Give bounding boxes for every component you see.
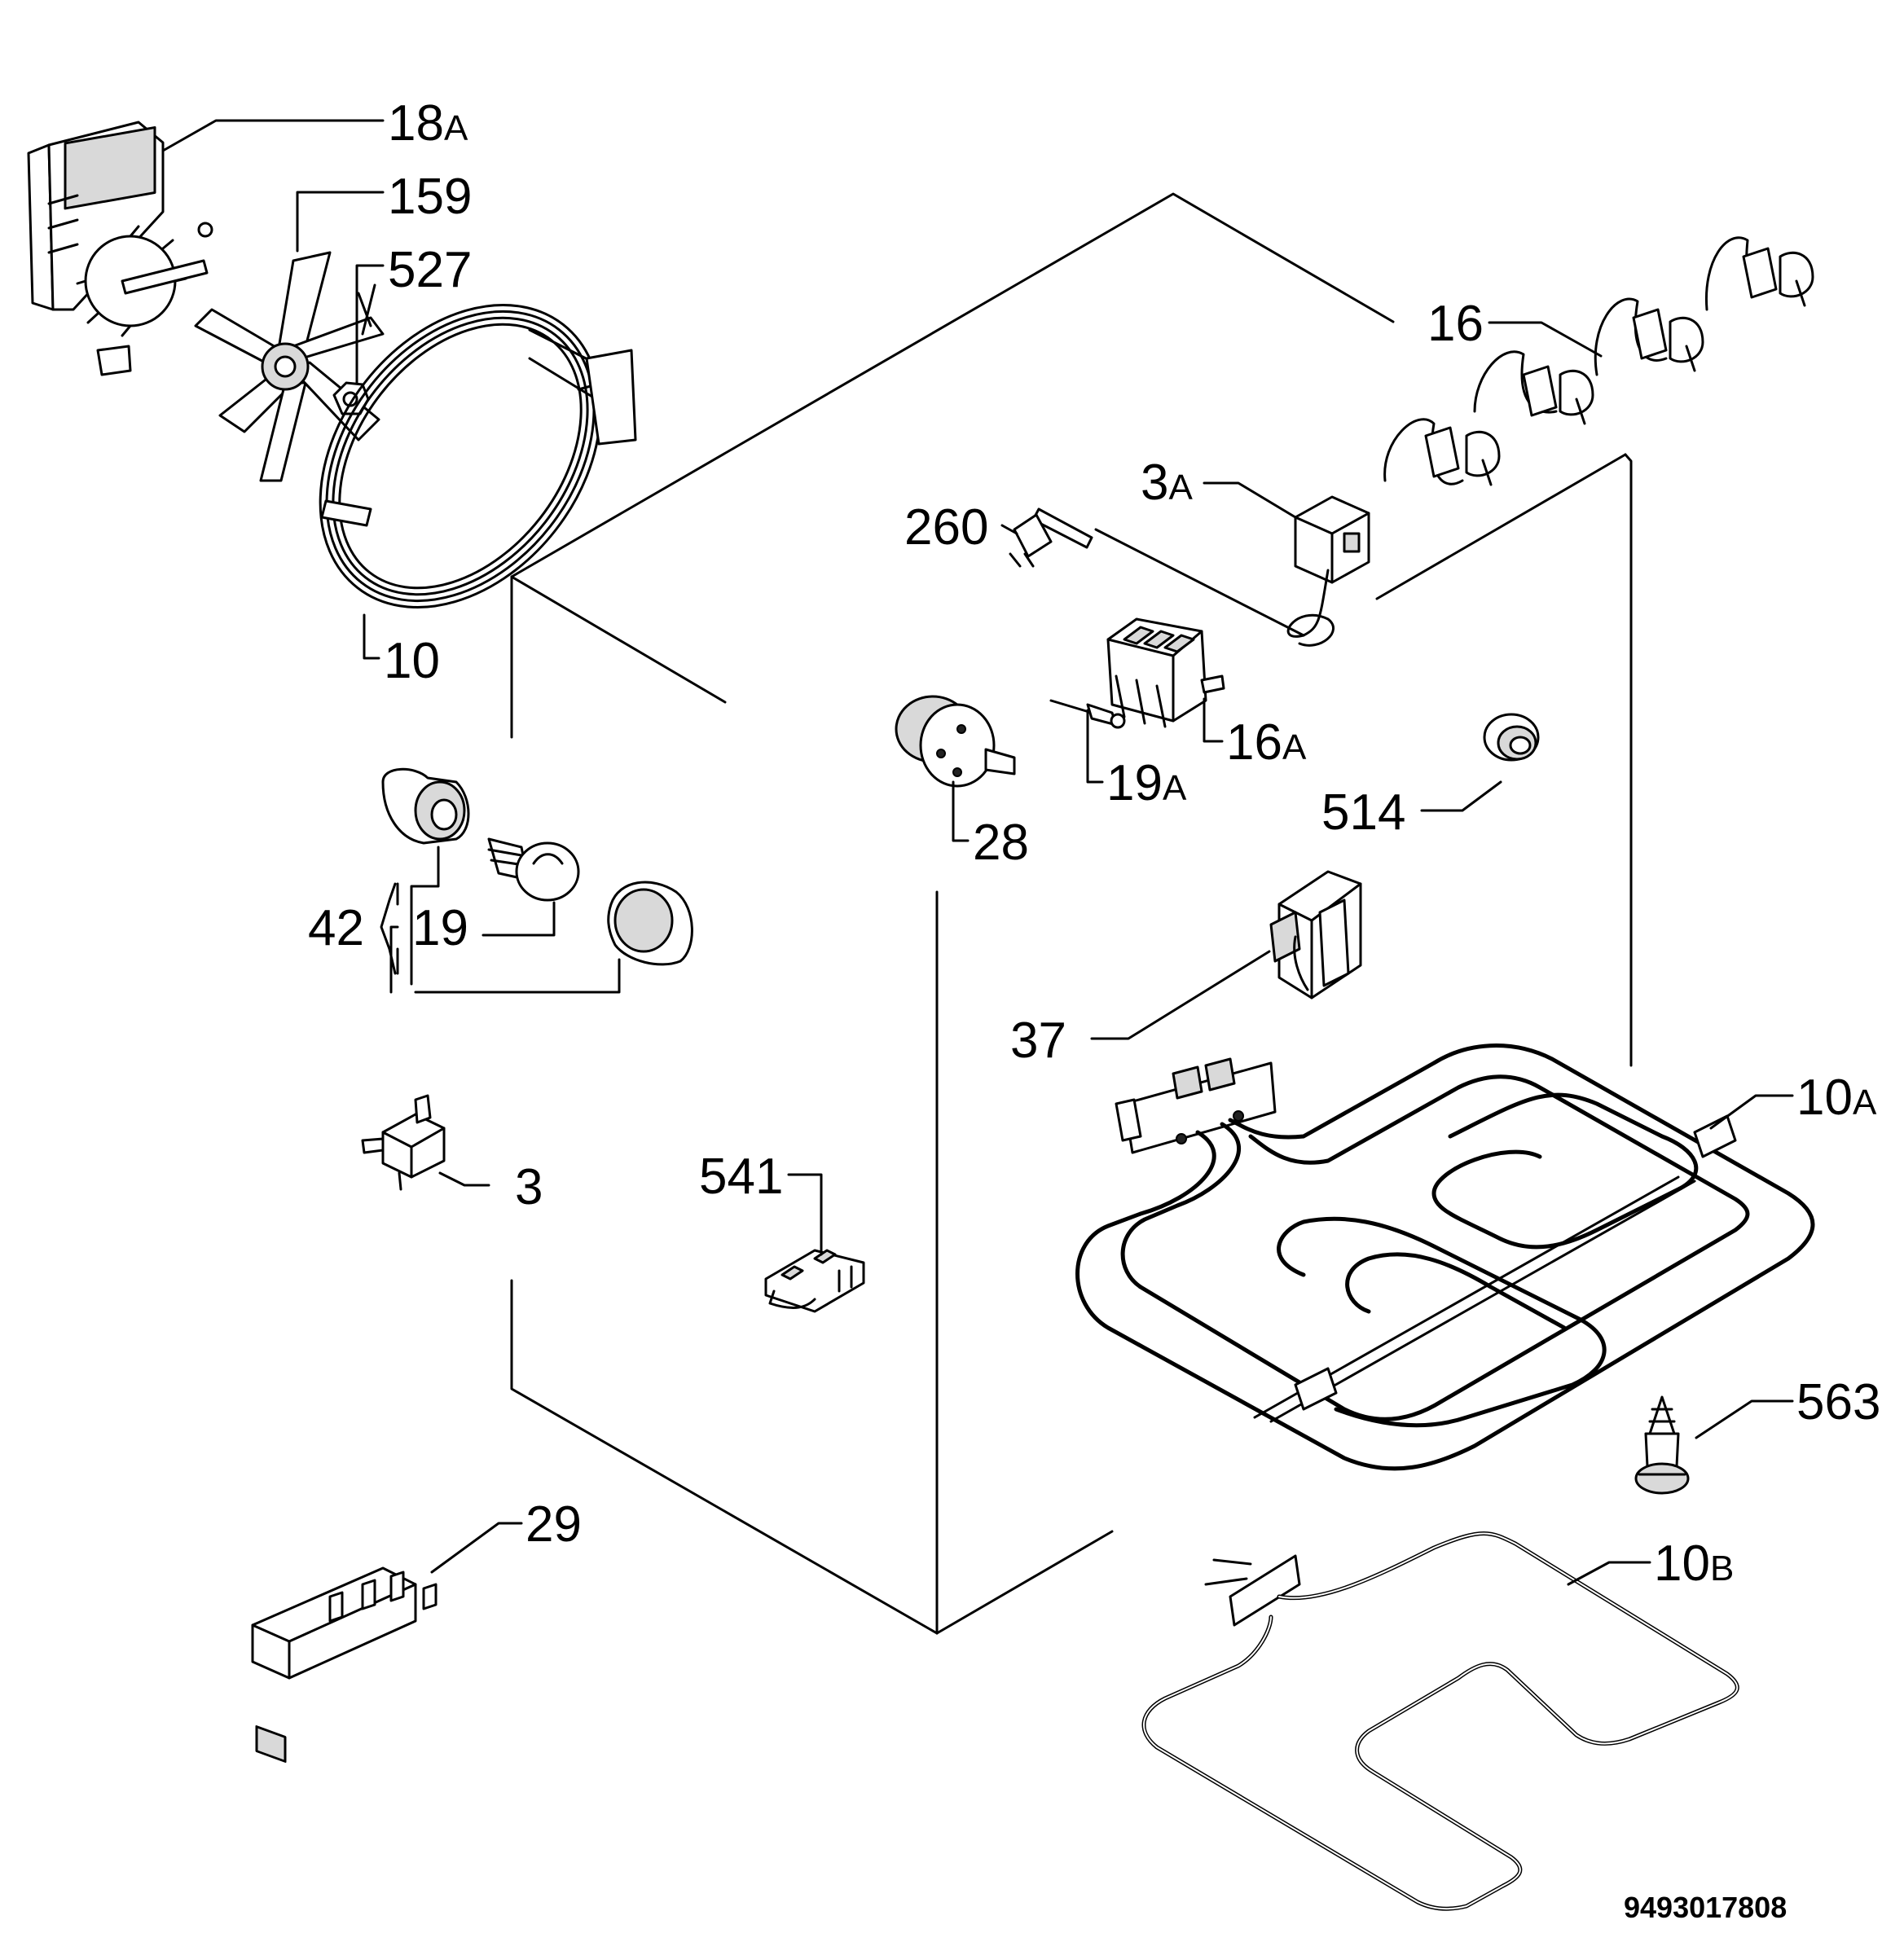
- label-19a: 19A: [1106, 755, 1187, 811]
- sensor-260: [1009, 507, 1093, 568]
- document-number: 9493017808: [1624, 1891, 1787, 1924]
- label-10a: 10A: [1796, 1070, 1877, 1126]
- label-10: 10: [384, 633, 440, 689]
- control-knobs-16: [1383, 236, 1814, 486]
- label-16: 16: [1427, 296, 1484, 352]
- label-19: 19: [412, 900, 468, 956]
- nut-527: [332, 283, 376, 415]
- ignition-unit-29: [251, 1566, 438, 1763]
- label-3: 3: [515, 1159, 543, 1215]
- lamp-19a: [1049, 699, 1126, 729]
- label-527: 527: [388, 242, 472, 298]
- label-541: 541: [699, 1149, 783, 1205]
- label-16a: 16A: [1226, 714, 1307, 771]
- label-42: 42: [308, 900, 364, 956]
- screw-563: [1634, 1395, 1690, 1495]
- label-10b: 10B: [1654, 1535, 1734, 1592]
- label-3a: 3A: [1141, 455, 1193, 511]
- label-29: 29: [525, 1496, 582, 1553]
- label-514: 514: [1321, 784, 1405, 841]
- lamp-holder-42: [381, 767, 470, 845]
- bottom-element-10b: [1141, 1531, 1739, 1911]
- part-labels: 18A 159 527 10 16 3A 260 16A 19A 28 514 …: [308, 95, 1880, 1592]
- bracket-37: [1269, 870, 1362, 999]
- fan-motor-18a: [27, 121, 213, 376]
- grill-element-10a: [1075, 1043, 1815, 1471]
- oven-cabinet-outline: [510, 192, 1633, 1635]
- connector-541: [764, 1249, 865, 1313]
- label-18a: 18A: [388, 95, 468, 152]
- switch-3: [361, 1094, 446, 1191]
- label-260: 260: [904, 499, 988, 556]
- thermostat-3a: [1094, 495, 1370, 647]
- label-28: 28: [973, 815, 1029, 871]
- label-159: 159: [388, 169, 472, 225]
- bushing-514: [1483, 713, 1540, 762]
- leader-lines: [161, 119, 1794, 1586]
- label-37: 37: [1010, 1013, 1066, 1069]
- circular-element-10: [319, 304, 637, 608]
- fan-blade-159: [194, 251, 385, 482]
- knob-28: [895, 695, 1016, 788]
- selector-switch-16a: [1106, 617, 1225, 728]
- label-563: 563: [1796, 1374, 1880, 1430]
- lamp-bulb-19: [487, 837, 580, 902]
- lamp-cover: [607, 881, 693, 966]
